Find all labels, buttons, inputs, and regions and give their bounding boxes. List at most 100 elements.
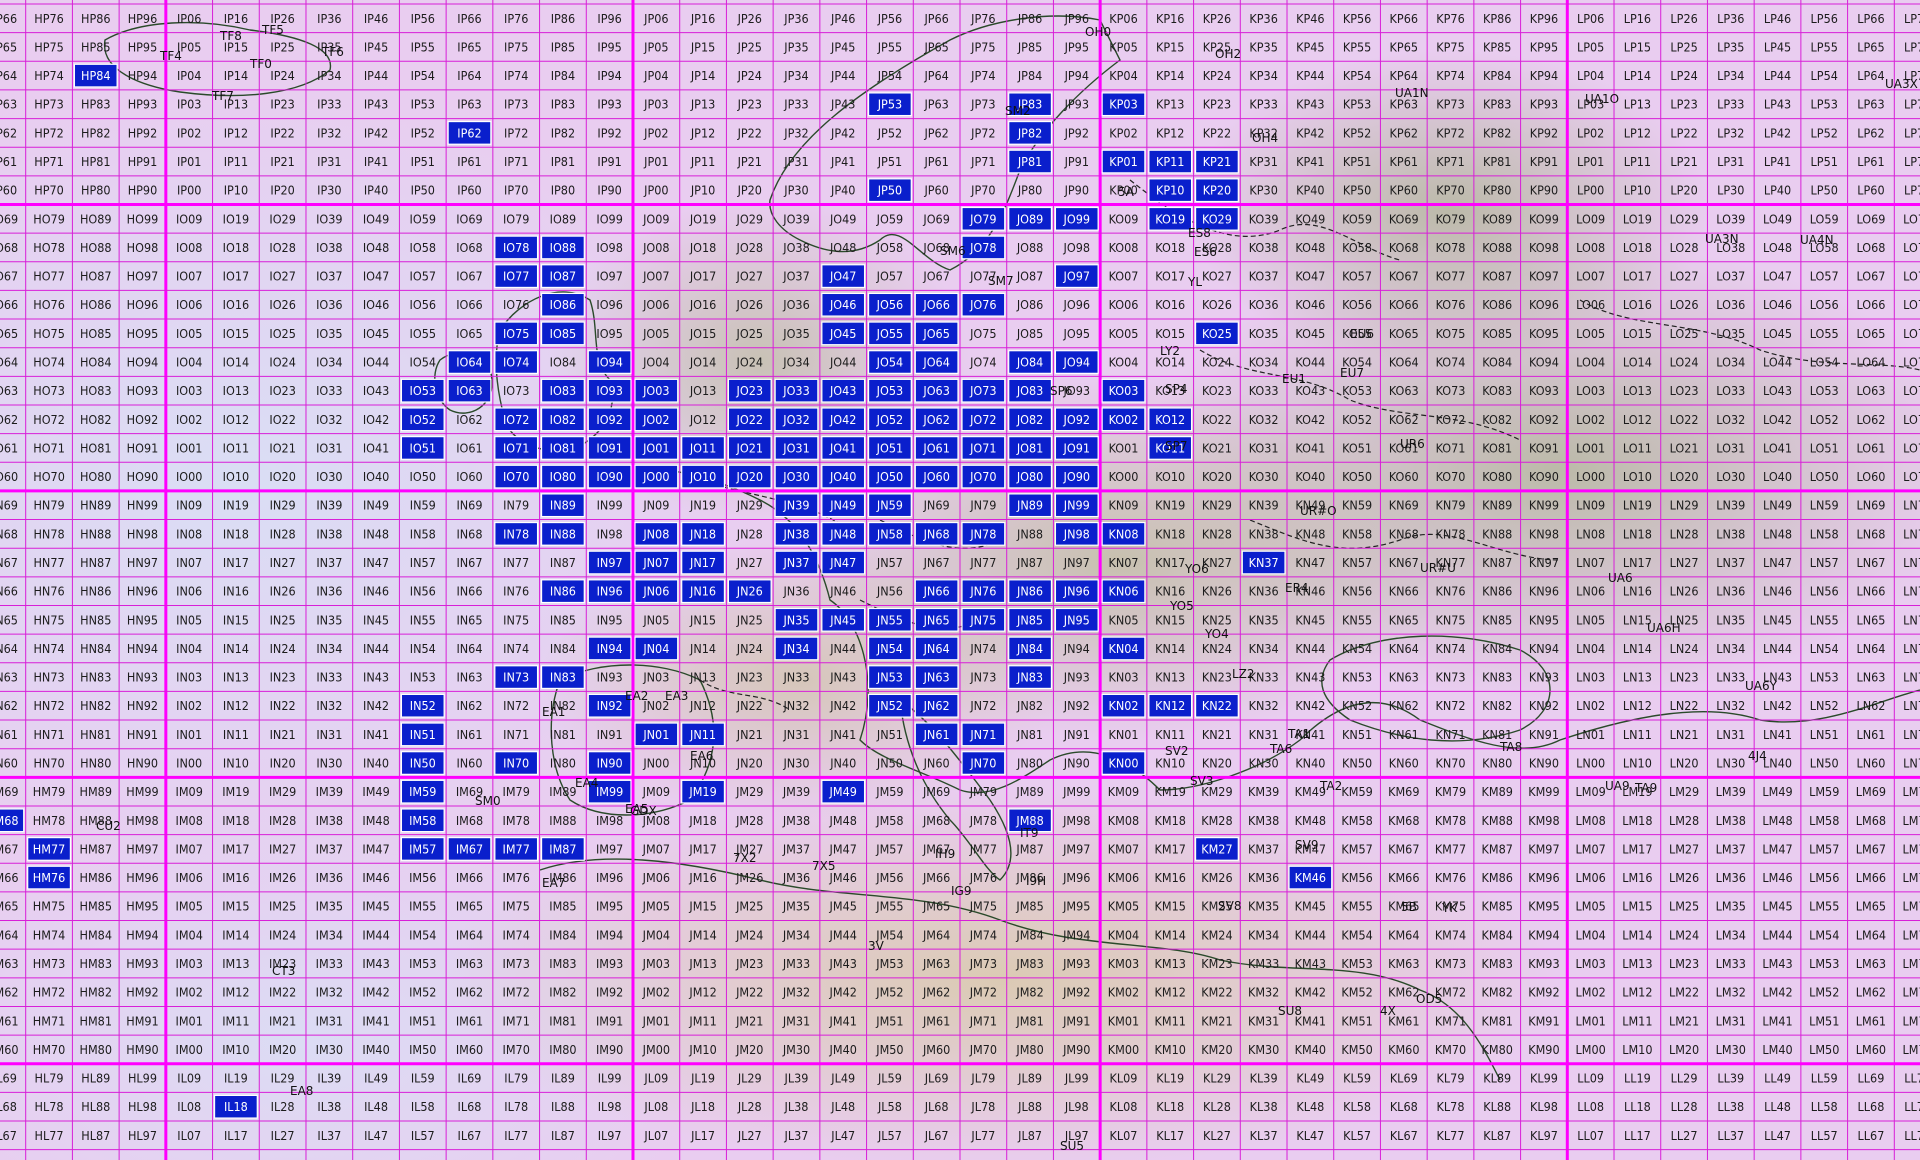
highlighted-square[interactable] bbox=[1101, 751, 1146, 775]
locator-square-label[interactable]: IN14 bbox=[223, 641, 249, 656]
locator-square-label[interactable]: KN63 bbox=[1389, 670, 1419, 685]
locator-square-label[interactable]: IM93 bbox=[596, 956, 623, 971]
locator-square-label[interactable]: KN33 bbox=[1249, 670, 1279, 685]
locator-square-label[interactable]: JO48 bbox=[829, 240, 856, 255]
locator-square-label[interactable]: KN42 bbox=[1295, 698, 1325, 713]
highlighted-square[interactable] bbox=[587, 579, 632, 604]
locator-square-label[interactable]: IP56 bbox=[411, 11, 435, 26]
highlighted-square[interactable] bbox=[587, 436, 632, 460]
locator-square-label[interactable]: JL78 bbox=[970, 1099, 995, 1114]
locator-square-label[interactable]: LO48 bbox=[1763, 240, 1792, 255]
locator-square-label[interactable]: KO59 bbox=[1342, 211, 1372, 226]
locator-square-label[interactable]: IO46 bbox=[363, 297, 389, 312]
locator-square-label[interactable]: KN83 bbox=[1482, 670, 1512, 685]
locator-square-label[interactable]: IL38 bbox=[317, 1099, 341, 1114]
locator-square-label[interactable]: LM49 bbox=[1762, 784, 1792, 799]
highlighted-square[interactable] bbox=[213, 1094, 258, 1119]
locator-square-label[interactable]: JN05 bbox=[642, 612, 669, 627]
locator-square-label[interactable]: JN31 bbox=[782, 727, 809, 742]
locator-square-label[interactable]: IO29 bbox=[269, 211, 295, 226]
highlighted-square[interactable] bbox=[0, 808, 25, 833]
locator-square-label[interactable]: KL58 bbox=[1343, 1099, 1371, 1114]
locator-square-label[interactable]: JM14 bbox=[688, 927, 716, 942]
locator-square-label[interactable]: JP33 bbox=[783, 97, 808, 112]
locator-square-label[interactable]: KL87 bbox=[1483, 1128, 1511, 1143]
locator-square-label[interactable]: HN66 bbox=[0, 584, 18, 599]
locator-square-label[interactable]: LL79 bbox=[1904, 1071, 1920, 1086]
locator-square-label[interactable]: KN44 bbox=[1295, 641, 1325, 656]
locator-square-label[interactable]: JN92 bbox=[1063, 698, 1090, 713]
locator-square-label[interactable]: IN31 bbox=[316, 727, 342, 742]
locator-square-label[interactable]: JO00 bbox=[642, 469, 669, 484]
locator-square-label[interactable]: JO28 bbox=[736, 240, 763, 255]
locator-square-label[interactable]: JO52 bbox=[876, 412, 903, 427]
locator-square-label[interactable]: KL37 bbox=[1250, 1128, 1278, 1143]
locator-square-label[interactable]: HN99 bbox=[127, 498, 158, 513]
locator-square-label[interactable]: LM10 bbox=[1622, 1042, 1652, 1057]
locator-square-label[interactable]: KN37 bbox=[1249, 555, 1279, 570]
locator-square-label[interactable]: JN19 bbox=[689, 498, 716, 513]
locator-square-label[interactable]: KP72 bbox=[1436, 125, 1464, 140]
locator-square-label[interactable]: LO62 bbox=[1856, 412, 1885, 427]
locator-square-label[interactable]: KP22 bbox=[1203, 125, 1231, 140]
locator-square-label[interactable]: JP45 bbox=[830, 39, 855, 54]
highlighted-square[interactable] bbox=[867, 178, 912, 203]
locator-square-label[interactable]: IM71 bbox=[503, 1013, 530, 1028]
locator-square-label[interactable]: IP45 bbox=[364, 39, 388, 54]
locator-square-label[interactable]: IM46 bbox=[362, 870, 389, 885]
locator-square-label[interactable]: KO13 bbox=[1155, 383, 1185, 398]
locator-square-label[interactable]: LM66 bbox=[1856, 870, 1886, 885]
locator-square-label[interactable]: LO06 bbox=[1576, 297, 1605, 312]
highlighted-square[interactable] bbox=[1194, 178, 1239, 203]
locator-square-label[interactable]: KP62 bbox=[1390, 125, 1418, 140]
locator-square-label[interactable]: IM47 bbox=[362, 841, 389, 856]
locator-square-label[interactable]: HP72 bbox=[34, 125, 64, 140]
locator-square-label[interactable]: KN11 bbox=[1155, 727, 1185, 742]
highlighted-square[interactable] bbox=[914, 693, 959, 718]
locator-square-label[interactable]: JM42 bbox=[829, 985, 857, 1000]
locator-square-label[interactable]: KO68 bbox=[1389, 240, 1419, 255]
locator-square-label[interactable]: JL47 bbox=[830, 1128, 855, 1143]
locator-square-label[interactable]: LL19 bbox=[1624, 1071, 1651, 1086]
locator-square-label[interactable]: JM84 bbox=[1015, 927, 1043, 942]
highlighted-square[interactable] bbox=[400, 693, 445, 718]
locator-square-label[interactable]: LO77 bbox=[1903, 269, 1920, 284]
locator-square-label[interactable]: IM60 bbox=[456, 1042, 483, 1057]
locator-square-label[interactable]: KL08 bbox=[1110, 1099, 1138, 1114]
locator-square-label[interactable]: IO47 bbox=[363, 269, 389, 284]
locator-square-label[interactable]: JP55 bbox=[877, 39, 902, 54]
locator-square-label[interactable]: LP70 bbox=[1904, 183, 1920, 198]
locator-square-label[interactable]: KN93 bbox=[1529, 670, 1559, 685]
locator-square-label[interactable]: JL18 bbox=[690, 1099, 715, 1114]
highlighted-square[interactable] bbox=[774, 550, 819, 575]
locator-square-label[interactable]: JO03 bbox=[642, 383, 669, 398]
locator-square-label[interactable]: JO16 bbox=[689, 297, 716, 312]
locator-square-label[interactable]: IO81 bbox=[550, 440, 576, 455]
highlighted-square[interactable] bbox=[914, 665, 959, 690]
locator-square-label[interactable]: LN08 bbox=[1576, 526, 1605, 541]
locator-square-label[interactable]: JM82 bbox=[1015, 985, 1043, 1000]
locator-square-label[interactable]: LP61 bbox=[1857, 154, 1884, 169]
locator-square-label[interactable]: HP66 bbox=[0, 11, 17, 26]
locator-square-label[interactable]: KP64 bbox=[1390, 68, 1418, 83]
locator-square-label[interactable]: JM36 bbox=[782, 870, 810, 885]
highlighted-square[interactable] bbox=[821, 264, 866, 289]
locator-square-label[interactable]: IM08 bbox=[176, 813, 203, 828]
locator-square-label[interactable]: HN92 bbox=[127, 698, 158, 713]
locator-square-label[interactable]: KN43 bbox=[1295, 670, 1325, 685]
highlighted-square[interactable] bbox=[587, 350, 632, 374]
locator-square-label[interactable]: LN04 bbox=[1576, 641, 1605, 656]
locator-square-label[interactable]: IO63 bbox=[456, 383, 482, 398]
locator-square-label[interactable]: IO27 bbox=[269, 269, 295, 284]
locator-square-label[interactable]: IP70 bbox=[504, 183, 528, 198]
locator-square-label[interactable]: HN91 bbox=[127, 727, 158, 742]
locator-square-label[interactable]: IP64 bbox=[457, 68, 481, 83]
locator-square-label[interactable]: IN93 bbox=[597, 670, 623, 685]
locator-square-label[interactable]: LN09 bbox=[1576, 498, 1605, 513]
locator-square-label[interactable]: KL78 bbox=[1437, 1099, 1465, 1114]
locator-square-label[interactable]: HN94 bbox=[127, 641, 158, 656]
locator-square-label[interactable]: JM52 bbox=[875, 985, 903, 1000]
locator-square-label[interactable]: KN74 bbox=[1435, 641, 1465, 656]
locator-square-label[interactable]: JO15 bbox=[689, 326, 716, 341]
locator-square-label[interactable]: KP60 bbox=[1390, 183, 1418, 198]
